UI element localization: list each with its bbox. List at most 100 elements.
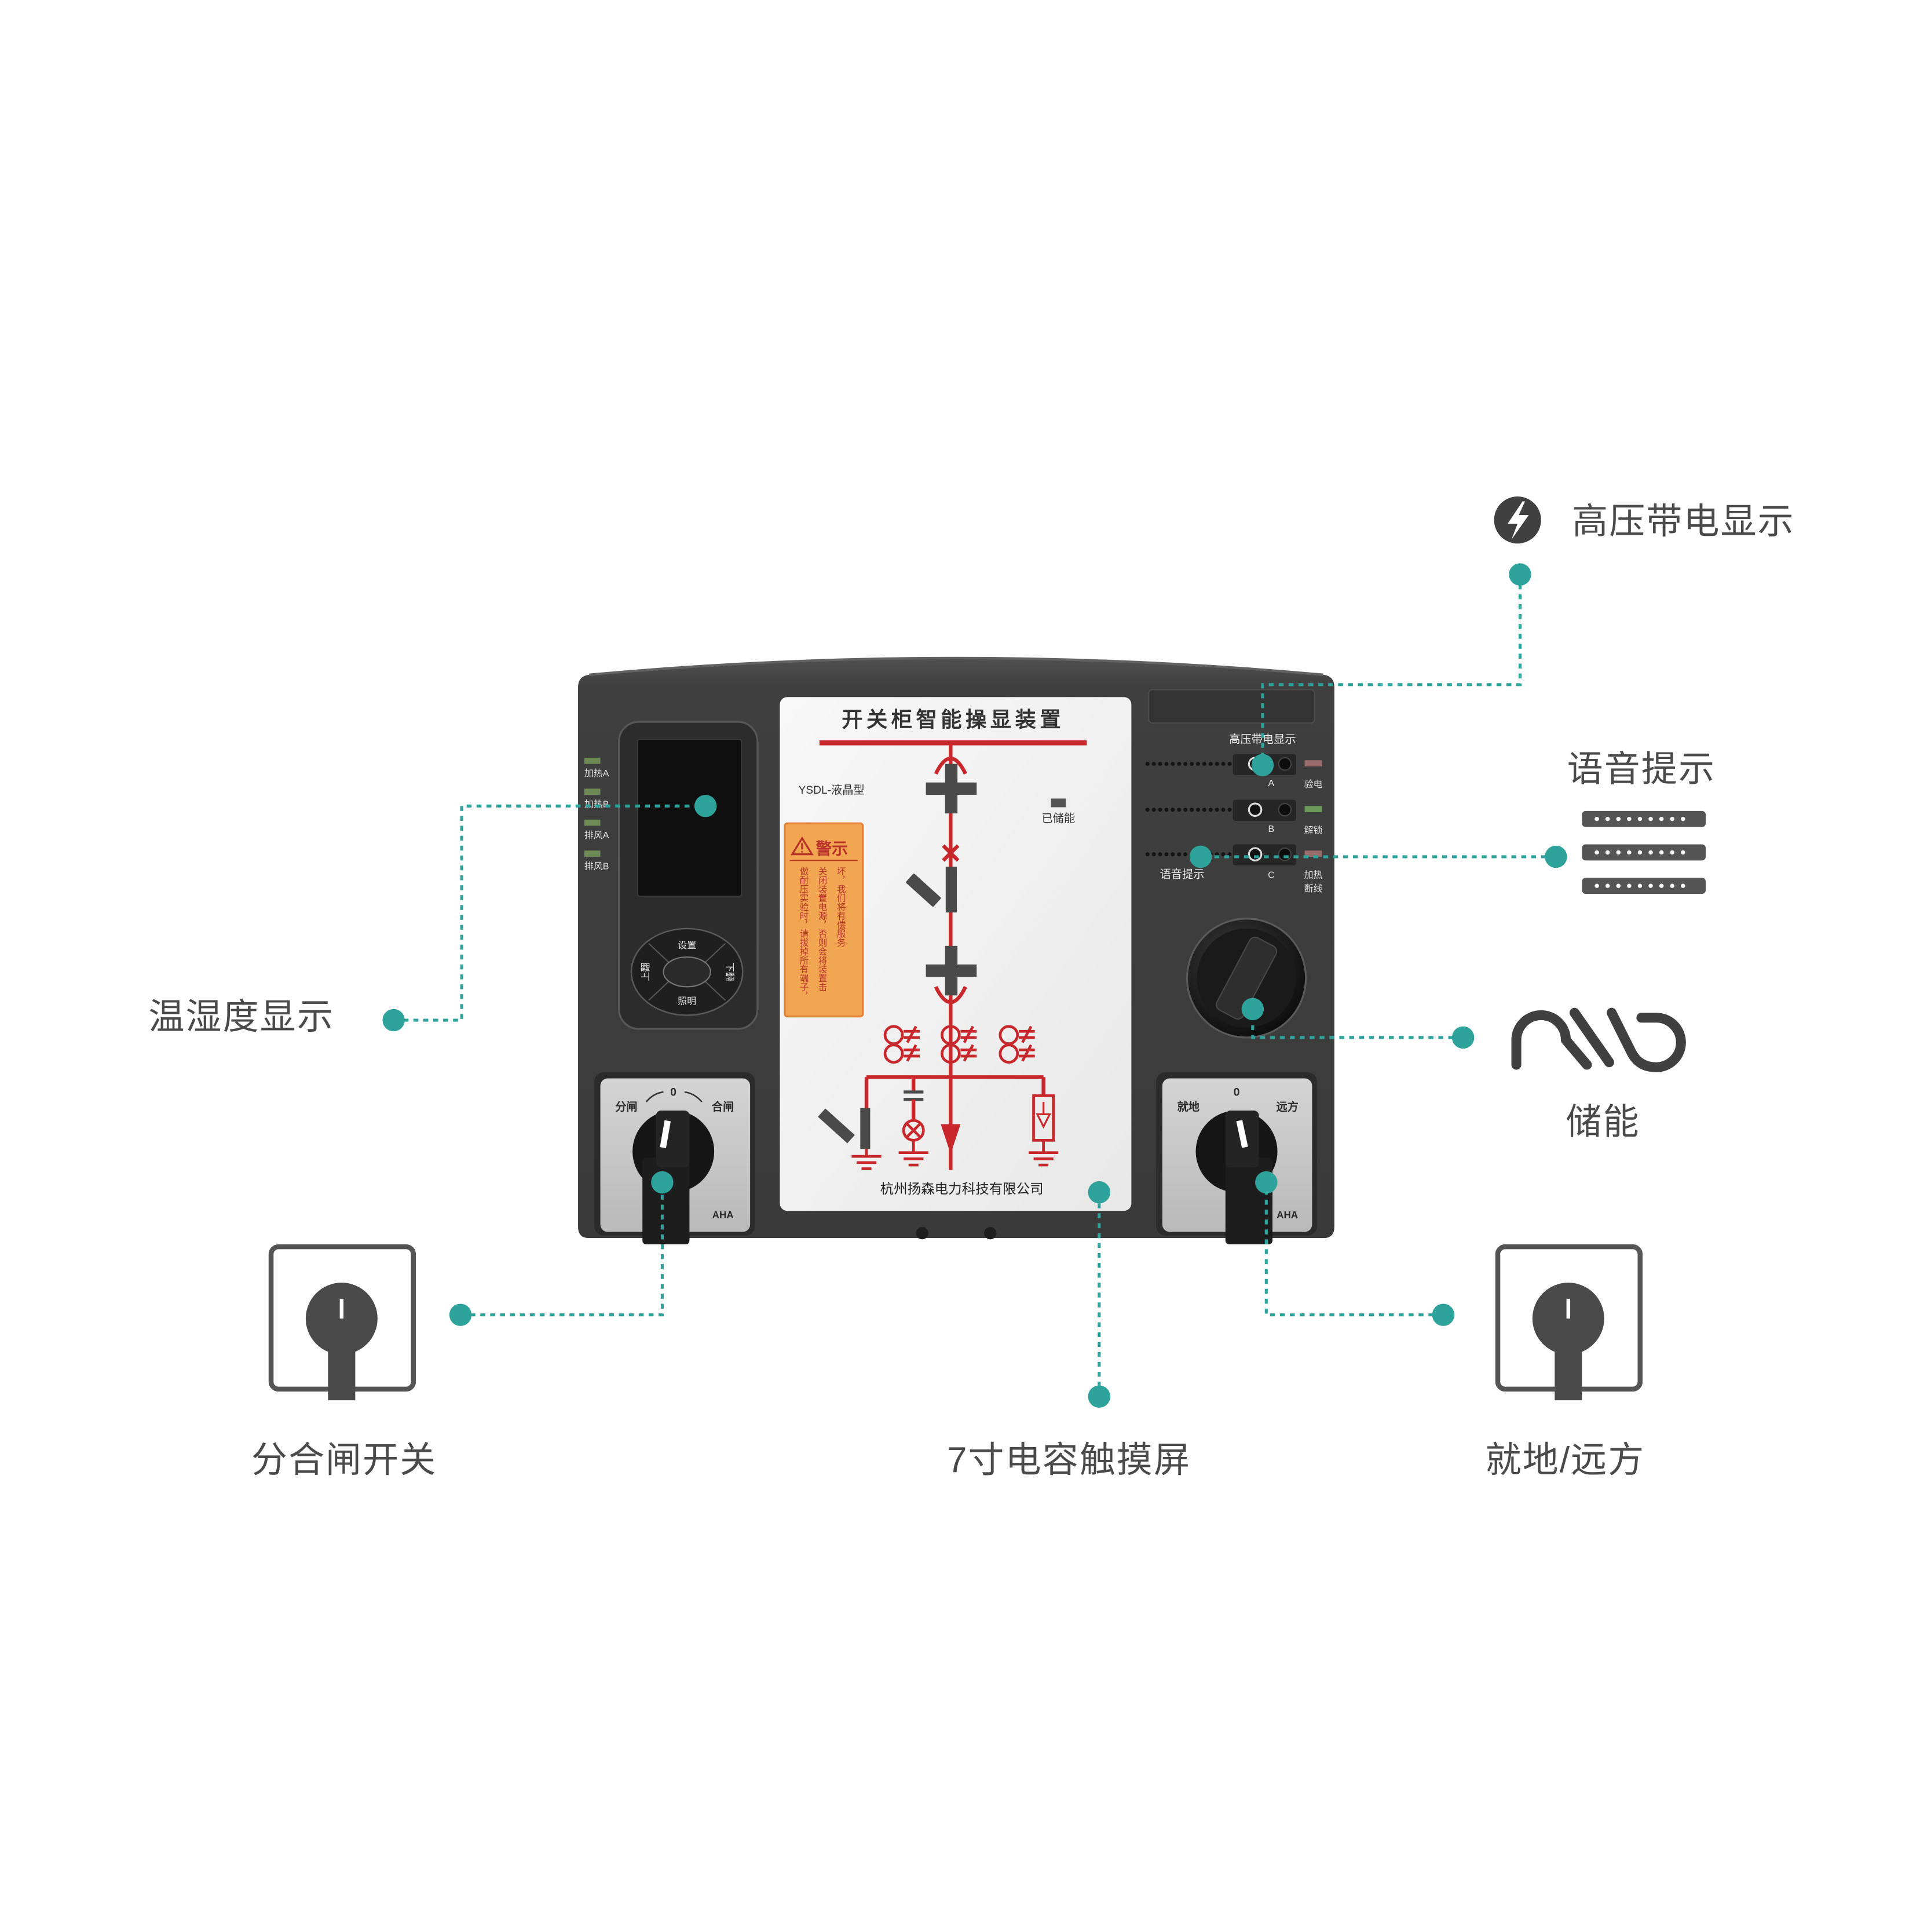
local-remote-brand: AHA — [1277, 1210, 1298, 1221]
led-heat-b — [584, 788, 601, 795]
model-label: YSDL-液晶型 — [798, 784, 864, 797]
ct-c-lower — [999, 1043, 1019, 1064]
led-heat-a — [584, 757, 601, 764]
top-right-window — [1148, 689, 1315, 724]
arrester-ground-icon — [1028, 1140, 1059, 1167]
voice-prompt-label: 语音提示 — [1160, 868, 1205, 881]
breaker-fixed-contact — [945, 867, 957, 913]
ct-b-marks — [960, 1025, 977, 1062]
hv-panel-title: 高压带电显示 — [1229, 733, 1296, 746]
callout-breaker-switch: 分合闸开关 — [251, 1171, 674, 1480]
single-line-diagram — [818, 743, 1059, 1170]
bottom-screw-left — [916, 1226, 928, 1240]
open-close-handle-upper[interactable] — [656, 1111, 690, 1168]
open-close-brand: AHA — [712, 1210, 734, 1221]
speaker-grille-icon — [1582, 810, 1706, 894]
feeder-arrow — [941, 1124, 961, 1154]
led-label-break: 断线 — [1304, 883, 1323, 894]
keypad-dividers — [648, 943, 726, 1001]
callout-hv-live: 高压带电显示 — [1251, 496, 1795, 777]
callout-energy-storage-dot-start — [1451, 1026, 1475, 1049]
earthing-blade — [818, 1108, 855, 1144]
arrester-arrow — [1036, 1102, 1051, 1129]
breaker-moving-contact — [906, 874, 941, 907]
callout-temp-humidity-dot-start — [382, 1009, 405, 1032]
ct-a-marks — [904, 1025, 920, 1062]
energy-storage-knob[interactable] — [1186, 918, 1307, 1039]
current-transformer-a — [883, 1025, 920, 1064]
callout-hv-live-dot-end — [1251, 754, 1274, 777]
temp-humidity-lcd — [637, 738, 743, 897]
led-heater-break — [1304, 850, 1322, 857]
touchscreen-panel[interactable]: 开关柜智能操显装置 YSDL-液晶型 已储能 警示 做耐压实验时，请拔掉所有端子… — [780, 697, 1132, 1211]
breaker-x-mark — [942, 844, 960, 862]
local-remote-zero-label: 0 — [1234, 1086, 1240, 1098]
device-top-rim — [589, 656, 1323, 676]
keypad-light-button[interactable]: 照明 — [678, 996, 696, 1006]
hv-row-b: B 解锁 — [1145, 799, 1323, 835]
callout-temp-humidity-leader — [393, 804, 706, 1022]
open-close-switch[interactable]: 分闸 0 合闸 AHA — [594, 1072, 755, 1244]
callout-voice-label: 语音提示 — [1567, 750, 1716, 790]
ct-b-lower — [941, 1043, 961, 1064]
callout-energy-storage-dot-end — [1241, 998, 1264, 1021]
phase-label-c: C — [1268, 870, 1275, 880]
callout-voice-dot-start — [1545, 845, 1567, 868]
keypad-page-up-button[interactable]: 上翻 — [641, 963, 651, 981]
upper-cross-v — [945, 764, 958, 814]
switch-icon-pointer — [1566, 1298, 1571, 1319]
bottom-screw-right — [984, 1226, 997, 1240]
keypad-page-down-label: 下翻 — [725, 963, 735, 981]
callout-hv-live-dot-start — [1509, 563, 1531, 586]
keypad-page-down-button[interactable]: 下翻 — [725, 963, 735, 981]
callout-voice-dot-end — [1189, 845, 1212, 868]
hv-row-c: C 加热 断线 — [1145, 844, 1323, 894]
led-label-unlock: 解锁 — [1304, 825, 1323, 835]
open-label: 分闸 — [615, 1101, 637, 1113]
led-label-fan-b: 排风B — [584, 861, 609, 871]
left-led-group: 加热A 加热B 排风A 排风B — [584, 757, 609, 871]
callout-temp-humidity: 温湿度显示 — [148, 795, 717, 1037]
warning-box — [784, 822, 864, 1018]
callout-local-remote-label: 就地/远方 — [1486, 1440, 1645, 1480]
keypad-page-up-label: 上翻 — [641, 963, 651, 981]
open-close-handle-lower[interactable] — [642, 1157, 690, 1244]
test-socket-b[interactable] — [1248, 802, 1263, 817]
warning-triangle-icon — [790, 836, 814, 856]
spring-charge-icon — [1511, 1007, 1686, 1072]
grille-bar-3 — [1582, 878, 1706, 894]
led-label-heat-b: 加热B — [584, 799, 609, 809]
callout-local-remote: 就地/远方 — [1255, 1171, 1645, 1480]
warning-title: 警示 — [815, 840, 848, 858]
callout-temp-humidity-label: 温湿度显示 — [148, 997, 334, 1037]
switch-icon-pointer — [339, 1298, 344, 1319]
local-remote-switch[interactable]: 就地 0 远方 AHA — [1156, 1072, 1317, 1244]
live-indicator-branch — [898, 1077, 928, 1167]
callout-breaker-switch-dot-end — [651, 1171, 674, 1194]
warning-text-col-2: 关闭装置电源，否则会将装置击 — [817, 867, 828, 992]
socket-c-2 — [1278, 847, 1292, 861]
callout-touchscreen-dot-end — [1088, 1181, 1111, 1204]
ct-c-marks — [1018, 1025, 1035, 1062]
callout-local-remote-dot-start — [1432, 1303, 1455, 1326]
open-close-arcs — [645, 1091, 703, 1102]
callout-touchscreen: 7寸电容触摸屏 — [947, 1181, 1190, 1480]
led-voltage-check — [1304, 760, 1322, 766]
lower-cross-v — [945, 945, 958, 996]
phase-label-b: B — [1268, 824, 1275, 834]
switch-icon-handle — [328, 1324, 356, 1401]
keypad-center-button[interactable] — [663, 956, 711, 988]
keypad: 设置 照明 上翻 下翻 — [630, 927, 744, 1016]
keypad-settings-button[interactable]: 设置 — [678, 940, 696, 951]
close-label: 合闸 — [712, 1100, 734, 1113]
callout-hv-live-label: 高压带电显示 — [1572, 502, 1795, 542]
panel-title: 开关柜智能操显装置 — [842, 708, 1065, 732]
callout-touchscreen-dot-start — [1088, 1385, 1111, 1408]
callout-energy-storage-label: 储能 — [1566, 1102, 1640, 1142]
socket-a-2 — [1278, 757, 1292, 771]
test-socket-c[interactable] — [1248, 847, 1263, 861]
energy-stored-label: 已储能 — [1041, 812, 1075, 825]
callout-breaker-switch-label: 分合闸开关 — [251, 1440, 437, 1480]
switch-icon-handle — [1555, 1324, 1582, 1401]
